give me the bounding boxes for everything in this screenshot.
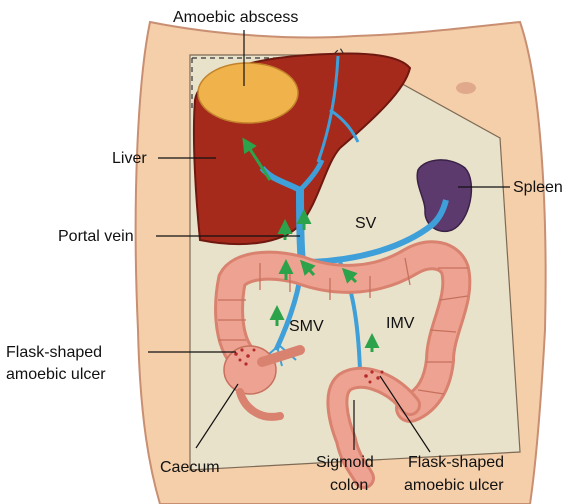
label-caecum: Caecum	[160, 459, 220, 476]
nipple	[456, 82, 476, 94]
label-spleen: Spleen	[513, 179, 563, 196]
amoebic-abscess-shape	[198, 63, 298, 123]
label-flask-left-line2: amoebic ulcer	[6, 366, 106, 383]
caecum-shape	[224, 346, 276, 394]
portal-vein-shape	[300, 188, 302, 262]
label-flask-right-line2: amoebic ulcer	[404, 477, 504, 494]
label-sigmoid-line1: Sigmoid	[316, 454, 374, 471]
label-flask-right-line1: Flask-shaped	[408, 454, 504, 471]
label-sigmoid-line2: colon	[330, 477, 368, 494]
label-portal-vein: Portal vein	[58, 228, 134, 245]
label-sv: SV	[355, 215, 377, 232]
label-amoebic-abscess: Amoebic abscess	[173, 9, 298, 26]
label-imv: IMV	[386, 315, 415, 332]
label-smv: SMV	[289, 318, 324, 335]
label-flask-left-line1: Flask-shaped	[6, 344, 102, 361]
label-liver: Liver	[112, 150, 147, 167]
